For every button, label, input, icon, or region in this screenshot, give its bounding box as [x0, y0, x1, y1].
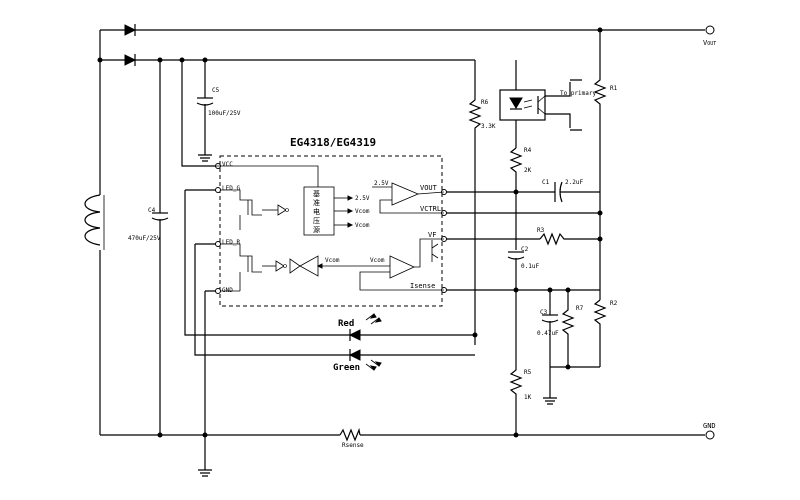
svg-text:R2: R2 — [610, 300, 618, 307]
svg-text:3.3K: 3.3K — [481, 123, 496, 130]
svg-text:Isense: Isense — [410, 282, 435, 290]
voltage-reference-block: 基 准 电 压 源 2.5V Vcom Vcom — [216, 165, 370, 236]
junctions — [97, 27, 603, 438]
svg-text:R5: R5 — [524, 369, 532, 376]
svg-text:470uF/25V: 470uF/25V — [128, 235, 161, 242]
svg-text:Vcom: Vcom — [355, 222, 370, 229]
svg-text:VCTRL: VCTRL — [420, 205, 441, 213]
resistor-rsense: Rsense — [339, 427, 364, 449]
svg-text:0.1uF: 0.1uF — [521, 263, 539, 270]
svg-text:1K: 1K — [524, 394, 532, 401]
svg-text:基: 基 — [313, 189, 320, 198]
svg-text:LED_G: LED_G — [222, 185, 240, 192]
resistor-r3: R3 — [537, 227, 600, 246]
svg-text:Rsense: Rsense — [342, 442, 364, 449]
pin-led-g: LED_G — [215, 185, 240, 193]
resistor-r1: R1 — [593, 30, 618, 300]
svg-text:R7: R7 — [576, 305, 584, 312]
pin-vctrl: VCTRL — [420, 205, 447, 216]
capacitor-c3: C3 0.47uF — [537, 290, 559, 405]
resistor-r4: R4 2K — [509, 147, 532, 250]
svg-text:C3: C3 — [540, 309, 548, 316]
rectifier-diode-bottom — [100, 54, 475, 66]
svg-text:C2: C2 — [521, 246, 529, 253]
vcom-comparator: Vcom Vcom — [299, 238, 444, 291]
led-r-driver — [220, 243, 301, 291]
svg-text:LED_R: LED_R — [222, 239, 240, 246]
svg-text:VOUT: VOUT — [420, 184, 438, 192]
svg-text:C1: C1 — [542, 179, 550, 186]
chip-title: EG4318/EG4319 — [290, 136, 376, 149]
green-led: Green — [333, 349, 475, 373]
svg-text:C5: C5 — [212, 87, 220, 94]
svg-text:Green: Green — [333, 363, 360, 373]
transformer-secondary — [84, 30, 105, 435]
pin-vf: VF — [428, 231, 447, 242]
svg-text:VCC: VCC — [222, 161, 233, 168]
resistor-r6: R6 3.3K — [468, 60, 496, 345]
svg-text:To primary: To primary — [560, 90, 597, 97]
capacitor-c2: C2 0.1uF — [507, 246, 539, 290]
svg-text:2.2uF: 2.2uF — [565, 179, 583, 186]
svg-text:100uF/25V: 100uF/25V — [208, 110, 241, 117]
capacitor-c4: C4 470uF/25V — [128, 60, 169, 435]
svg-text:R3: R3 — [537, 227, 545, 234]
svg-text:2.5V: 2.5V — [355, 195, 370, 202]
svg-text:2K: 2K — [524, 167, 532, 174]
vout-terminal[interactable] — [705, 25, 715, 35]
svg-text:Red: Red — [338, 319, 354, 329]
chip-outline — [219, 155, 443, 307]
svg-text:GND: GND — [222, 287, 233, 294]
pin-led-r: LED_R — [215, 239, 240, 247]
red-led: Red — [338, 313, 475, 341]
pin-isense: Isense — [410, 282, 447, 293]
resistor-r7: R7 — [561, 290, 584, 367]
svg-text:源: 源 — [313, 225, 320, 234]
svg-text:VF: VF — [428, 231, 436, 239]
resistor-r5: R5 1K — [509, 290, 532, 435]
optocoupler: To primary — [499, 60, 597, 148]
rectifier-diode-top — [100, 24, 600, 36]
svg-text:C4: C4 — [148, 207, 156, 214]
svg-text:Vcom: Vcom — [355, 208, 370, 215]
svg-text:电: 电 — [313, 207, 320, 216]
vout-port-label: VOUT — [703, 39, 716, 47]
vout-amplifier: 2.5V — [372, 180, 445, 214]
svg-text:0.47uF: 0.47uF — [537, 330, 559, 337]
svg-text:准: 准 — [313, 198, 320, 207]
svg-text:R1: R1 — [610, 85, 618, 92]
svg-text:压: 压 — [313, 217, 320, 225]
gnd-terminal[interactable] — [705, 430, 715, 440]
svg-text:R6: R6 — [481, 99, 489, 106]
svg-text:R4: R4 — [524, 147, 532, 154]
pin-vcc: VCC — [215, 161, 233, 169]
gnd-port-label: GND — [703, 422, 716, 430]
resistor-r2: R2 — [550, 299, 618, 368]
led-g-driver — [220, 189, 289, 230]
capacitor-c5: C5 100uF/25V — [196, 60, 241, 162]
svg-text:Vcom: Vcom — [325, 257, 340, 264]
svg-text:2.5V: 2.5V — [374, 180, 389, 187]
capacitor-c1: C1 2.2uF — [542, 179, 600, 203]
pin-gnd: GND — [215, 287, 233, 294]
svg-text:Vcom: Vcom — [370, 257, 385, 264]
